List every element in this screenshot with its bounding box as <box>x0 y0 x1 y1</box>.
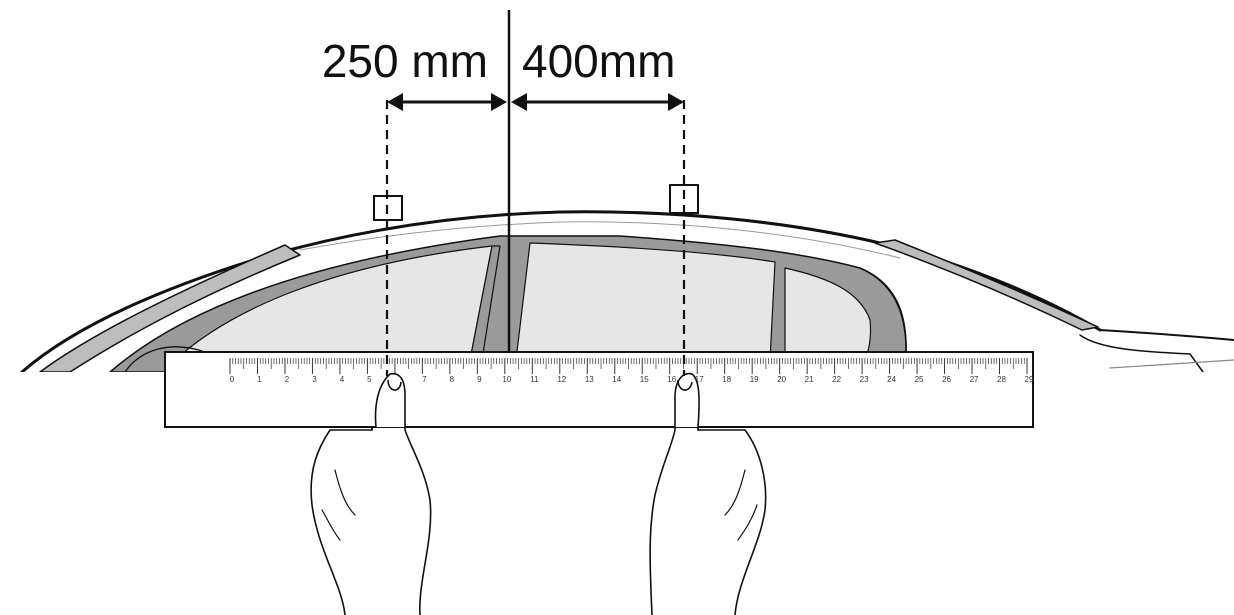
ruler-number: 23 <box>860 375 869 384</box>
ruler-number: 12 <box>557 375 566 384</box>
ruler-number: 9 <box>477 375 482 384</box>
rear-window-trim <box>874 239 1099 331</box>
ruler-number: 25 <box>915 375 924 384</box>
rear-mount-marker <box>669 184 699 214</box>
roof-inner-line <box>299 221 901 259</box>
arrowhead-right-a <box>511 93 527 111</box>
ruler-number: 20 <box>777 375 786 384</box>
ruler-number: 26 <box>942 375 951 384</box>
arrowhead-right-b <box>668 93 684 111</box>
ruler-number: 15 <box>640 375 649 384</box>
thumbs-over-ruler <box>374 372 700 428</box>
ruler-number: 22 <box>832 375 841 384</box>
ruler-number: 21 <box>805 375 814 384</box>
right-thumb-nail <box>677 379 693 391</box>
ruler-numbers: 0123456789101112131415161718192021222324… <box>230 375 1034 384</box>
windshield-trim <box>39 244 301 373</box>
left-thumb-tip <box>374 372 406 428</box>
rear-bumper-outline <box>1079 334 1204 373</box>
ruler-number: 11 <box>530 375 539 384</box>
dimension-lines <box>385 10 686 376</box>
car-silhouette <box>20 210 1234 374</box>
rear-door-glass <box>515 242 776 361</box>
left-hand-detail <box>321 469 356 541</box>
ruler-number: 27 <box>970 375 979 384</box>
left-dimension-label: 250 mm <box>322 35 488 87</box>
ruler-number: 0 <box>230 375 235 384</box>
ruler-number: 4 <box>340 375 345 384</box>
ruler-number: 28 <box>997 375 1006 384</box>
trunk-outline <box>1099 329 1234 341</box>
front-edge-curve <box>124 346 206 373</box>
ruler-number: 1 <box>257 375 262 384</box>
ruler-number: 2 <box>285 375 290 384</box>
arrow-heads <box>387 93 684 111</box>
hands <box>310 372 767 615</box>
arrowhead-left-b <box>491 93 507 111</box>
ruler-number: 16 <box>667 375 676 384</box>
ruler-number: 13 <box>585 375 594 384</box>
front-mount-marker <box>373 195 403 221</box>
ruler-body <box>164 351 1034 428</box>
ruler-number: 8 <box>450 375 455 384</box>
left-thumb-nail <box>387 379 402 391</box>
ruler: 0123456789101112131415161718192021222324… <box>164 351 1034 428</box>
ruler-number: 10 <box>502 375 511 384</box>
ruler-number: 14 <box>612 375 621 384</box>
ruler-ticks <box>229 358 1028 374</box>
ruler-number: 24 <box>887 375 896 384</box>
arrowhead-left-a <box>387 93 403 111</box>
ruler-number: 3 <box>312 375 317 384</box>
ruler-number: 18 <box>722 375 731 384</box>
rear-light-line <box>1109 359 1234 369</box>
ruler-number: 19 <box>750 375 759 384</box>
ruler-number: 7 <box>422 375 427 384</box>
ruler-number: 5 <box>367 375 372 384</box>
ruler-number: 17 <box>695 375 704 384</box>
right-hand-detail <box>724 469 758 541</box>
right-dimension-label: 400mm <box>522 35 675 87</box>
right-thumb-tip <box>674 372 700 428</box>
ruler-number: 29 <box>1025 375 1034 384</box>
front-door-glass <box>174 245 493 361</box>
